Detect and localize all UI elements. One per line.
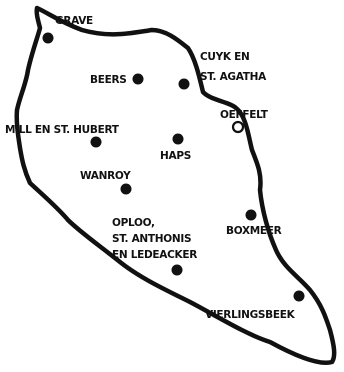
place-boxmeer: BOXMEER bbox=[226, 209, 282, 237]
place-beers: BEERS bbox=[90, 73, 144, 86]
place-label: BOXMEER bbox=[226, 225, 282, 237]
place-dot-marker bbox=[120, 183, 132, 195]
place-label: HAPS bbox=[160, 150, 191, 162]
place-label: ST. AGATHA bbox=[200, 71, 267, 83]
place-label: OEFFELT bbox=[220, 109, 269, 121]
place-label: GRAVE bbox=[55, 15, 93, 27]
place-label: MILL EN ST. HUBERT bbox=[5, 124, 120, 136]
place-label: VIERLINGSBEEK bbox=[205, 309, 296, 321]
place-dot-marker bbox=[293, 290, 305, 302]
place-cuyk: CUYK EN ST. AGATHA bbox=[178, 51, 267, 90]
place-mill: MILL EN ST. HUBERT bbox=[5, 124, 120, 148]
place-grave: GRAVE bbox=[42, 15, 93, 44]
place-dot-marker bbox=[178, 78, 190, 90]
place-dot-marker bbox=[172, 133, 184, 145]
place-dot-marker bbox=[171, 264, 183, 276]
place-wanroy: WANROY bbox=[80, 170, 132, 195]
place-haps: HAPS bbox=[160, 133, 191, 162]
place-ring-marker bbox=[231, 120, 245, 134]
place-oploo: OPLOO, ST. ANTHONIS EN LEDEACKER bbox=[112, 217, 198, 276]
place-label: OPLOO, bbox=[112, 217, 155, 229]
place-dot-marker bbox=[245, 209, 257, 221]
place-label: ST. ANTHONIS bbox=[112, 233, 191, 245]
place-label: EN LEDEACKER bbox=[112, 249, 197, 261]
place-label: WANROY bbox=[80, 170, 131, 182]
place-label: BEERS bbox=[90, 74, 127, 86]
region-border bbox=[14, 5, 337, 366]
place-dot-marker bbox=[90, 136, 102, 148]
place-vierlingsbeek: VIERLINGSBEEK bbox=[205, 290, 305, 321]
places-layer: GRAVE BEERS CUYK EN ST. AGATHA OEFFELT MILL E… bbox=[5, 15, 305, 321]
place-dot-marker bbox=[42, 32, 54, 44]
place-label: CUYK EN bbox=[200, 51, 250, 63]
place-dot-marker bbox=[132, 73, 144, 85]
place-oeffelt: OEFFELT bbox=[220, 109, 269, 134]
